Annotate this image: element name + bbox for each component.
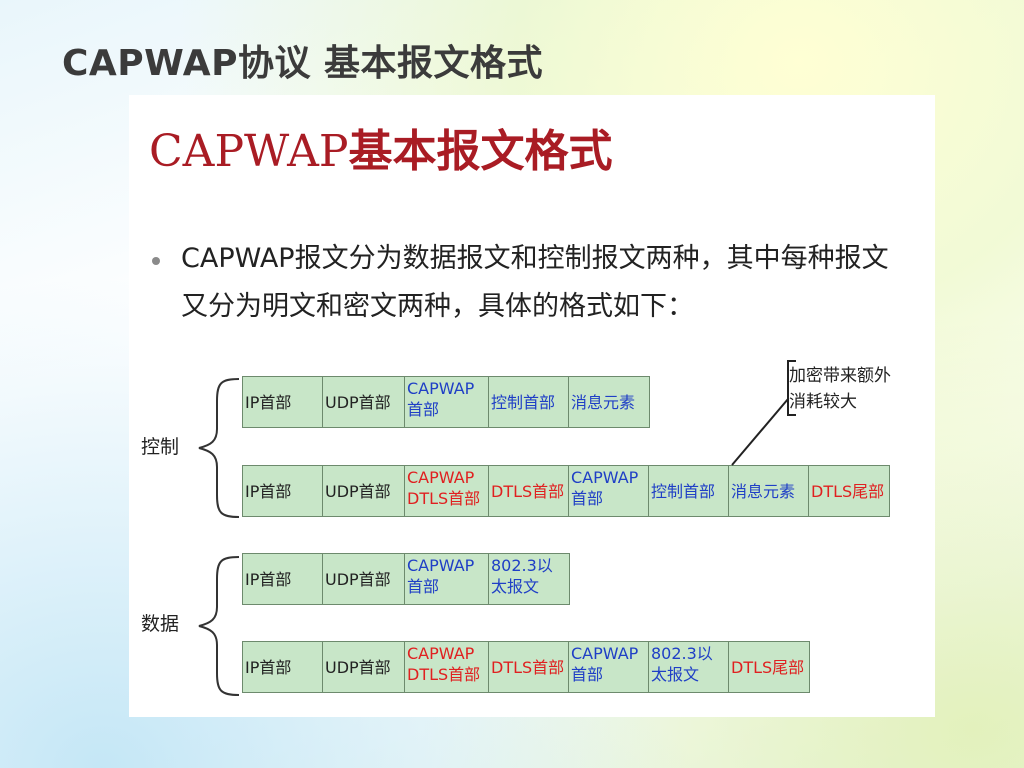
annotation-line-1: 加密带来额外 <box>789 366 891 386</box>
figure-panel: CAPWAP基本报文格式 CAPWAP报文分为数据报文和控制报文两种，其中每种报… <box>129 95 935 717</box>
bullet-dot <box>152 257 160 265</box>
packet-field: CAPWAP DTLS首部 <box>405 642 489 692</box>
group-label-data: 数据 <box>141 613 180 635</box>
annotation-text: 加密带来额外 消耗较大 <box>789 363 891 415</box>
data-brace <box>198 556 240 696</box>
data-plain-row: IP首部 UDP首部 CAPWAP首部 802.3以太报文 <box>242 553 570 605</box>
packet-field: DTLS尾部 <box>729 642 809 692</box>
packet-field: UDP首部 <box>323 642 405 692</box>
packet-field: DTLS首部 <box>489 466 569 516</box>
packet-field: IP首部 <box>243 377 323 427</box>
packet-field: IP首部 <box>243 554 323 604</box>
packet-field: IP首部 <box>243 466 323 516</box>
figure-heading-latin: CAPWAP <box>149 126 349 177</box>
control-brace <box>198 378 240 518</box>
packet-field: UDP首部 <box>323 377 405 427</box>
packet-field: CAPWAP首部 <box>405 554 489 604</box>
packet-field: 消息元素 <box>569 377 649 427</box>
figure-heading-cn: 基本报文格式 <box>348 126 613 177</box>
annotation-pointer <box>731 360 796 466</box>
packet-field: DTLS尾部 <box>809 466 889 516</box>
packet-field: UDP首部 <box>323 466 405 516</box>
data-encrypted-row: IP首部 UDP首部 CAPWAP DTLS首部 DTLS首部 CAPWAP首部… <box>242 641 810 693</box>
bullet-text: CAPWAP报文分为数据报文和控制报文两种，其中每种报文又分为明文和密文两种，具… <box>181 243 889 322</box>
packet-field: CAPWAP DTLS首部 <box>405 466 489 516</box>
figure-heading: CAPWAP基本报文格式 <box>149 115 612 179</box>
packet-field: 控制首部 <box>649 466 729 516</box>
packet-field: DTLS首部 <box>489 642 569 692</box>
packet-field: 802.3以太报文 <box>649 642 729 692</box>
control-plain-row: IP首部 UDP首部 CAPWAP首部 控制首部 消息元素 <box>242 376 650 428</box>
group-label-control: 控制 <box>141 436 180 458</box>
packet-field: UDP首部 <box>323 554 405 604</box>
packet-field: 消息元素 <box>729 466 809 516</box>
packet-field: IP首部 <box>243 642 323 692</box>
control-encrypted-row: IP首部 UDP首部 CAPWAP DTLS首部 DTLS首部 CAPWAP首部… <box>242 465 890 517</box>
packet-field: CAPWAP首部 <box>569 642 649 692</box>
packet-field: 802.3以太报文 <box>489 554 569 604</box>
packet-field: CAPWAP首部 <box>405 377 489 427</box>
packet-field: 控制首部 <box>489 377 569 427</box>
annotation-line-2: 消耗较大 <box>789 392 857 412</box>
packet-field: CAPWAP首部 <box>569 466 649 516</box>
slide-title: CAPWAP协议 基本报文格式 <box>62 43 544 84</box>
